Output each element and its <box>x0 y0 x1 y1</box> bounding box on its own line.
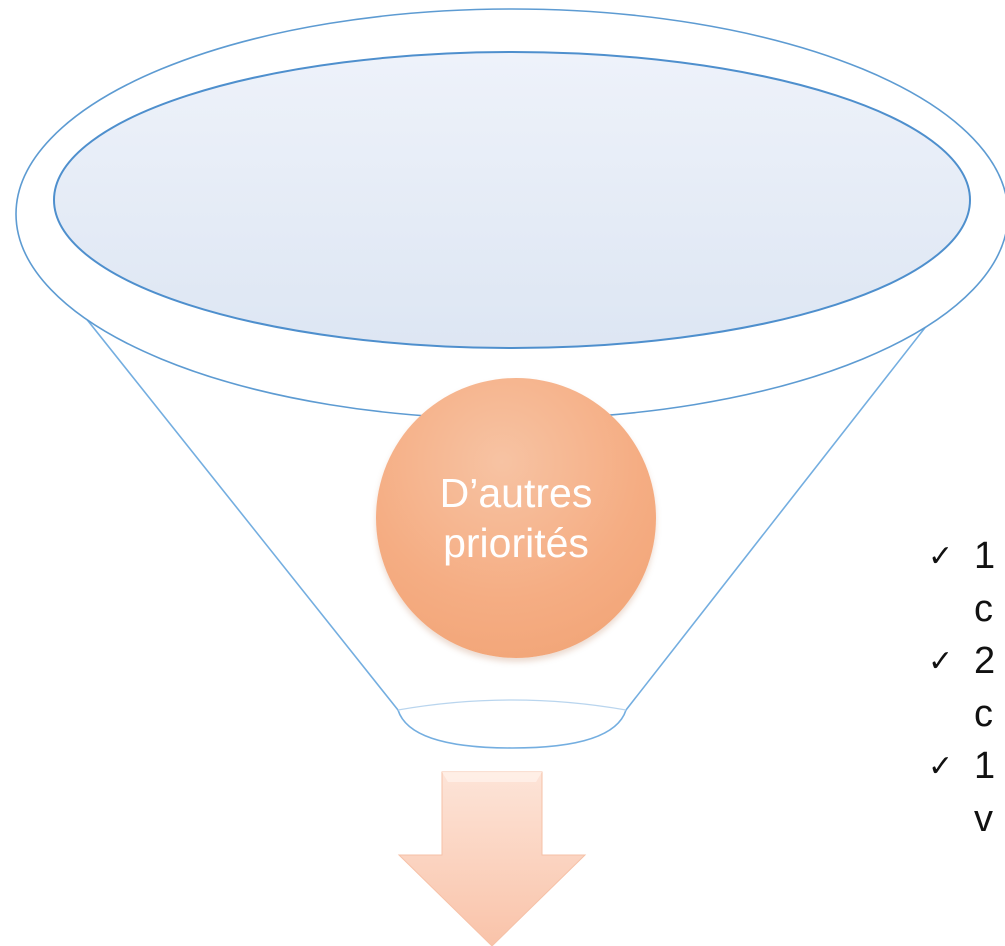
check-icon: ✓ <box>928 645 954 678</box>
list-item: ✓1 <box>928 740 995 793</box>
down-arrow-icon <box>397 771 587 946</box>
list-item: ✓1 <box>928 530 995 583</box>
list-item: ✓2 <box>928 635 995 688</box>
check-icon: ✓ <box>928 540 954 573</box>
circle-label: D’autres priorités <box>439 470 593 566</box>
priority-circle: D’autres priorités <box>376 378 656 658</box>
funnel-spout <box>397 699 627 711</box>
check-icon: ✓ <box>928 750 954 783</box>
list-item-continuation: v <box>974 798 993 840</box>
checklist: ✓1 c ✓2 c ✓1 v <box>928 530 995 845</box>
list-item-continuation: c <box>974 588 993 630</box>
funnel-rim-inner <box>53 51 971 349</box>
list-item-continuation: c <box>974 693 993 735</box>
